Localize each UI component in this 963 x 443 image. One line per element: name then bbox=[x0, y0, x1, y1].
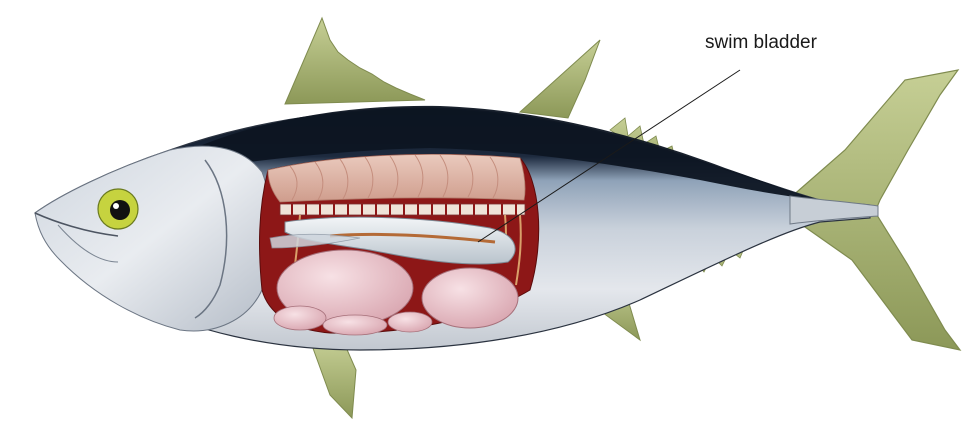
intestine-3 bbox=[388, 312, 432, 332]
swim-bladder-label: swim bladder bbox=[705, 32, 818, 53]
intestine-2 bbox=[323, 315, 387, 335]
first-dorsal-fin bbox=[285, 18, 425, 104]
eye-icon bbox=[98, 189, 138, 229]
pelvic-fin bbox=[310, 340, 356, 418]
liver bbox=[422, 268, 518, 328]
second-dorsal-fin bbox=[520, 40, 600, 118]
intestine-1 bbox=[274, 306, 326, 330]
